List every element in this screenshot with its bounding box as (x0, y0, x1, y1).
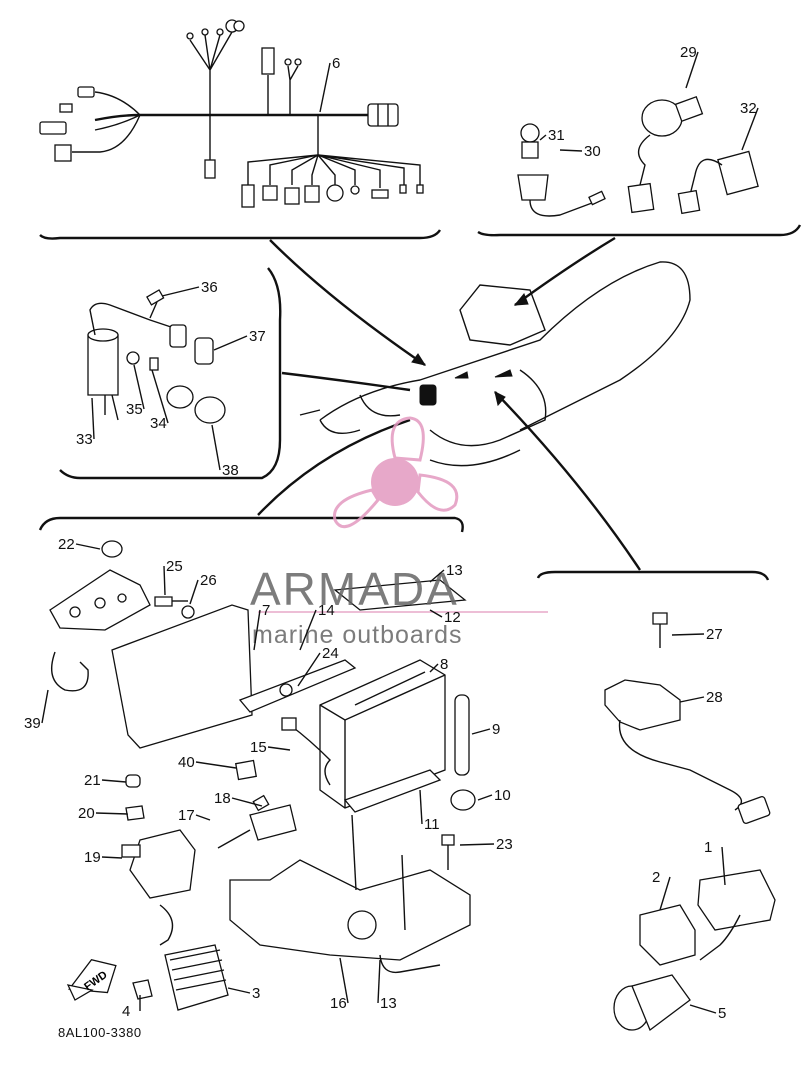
callout-4: 4 (122, 1003, 130, 1020)
snowmobile-outline (257, 236, 691, 571)
leader-line-16 (339, 957, 349, 1004)
callout-31: 31 (548, 127, 565, 144)
electrical-box-assembly (38, 516, 770, 1011)
callout-14: 14 (318, 602, 335, 619)
callout-32: 32 (740, 100, 757, 117)
leader-line-32 (741, 107, 759, 151)
callout-34: 34 (150, 415, 167, 432)
leader-line-30 (559, 149, 583, 152)
callout-24: 24 (322, 645, 339, 662)
watermark-blade-right (416, 473, 459, 512)
callout-29: 29 (680, 44, 697, 61)
leader-line-9 (471, 728, 491, 735)
ignition-coil-group (59, 267, 282, 480)
callout-9: 9 (492, 721, 500, 738)
callout-38: 38 (222, 462, 239, 479)
callout-22: 22 (58, 536, 75, 553)
callout-17: 17 (178, 807, 195, 824)
wire-harness-assembly (39, 19, 442, 240)
watermark-blade-left (332, 488, 380, 529)
leader-line-26 (189, 579, 199, 605)
leader-line-28 (679, 696, 705, 703)
leader-line-27 (671, 633, 705, 636)
callout-13: 13 (380, 995, 397, 1012)
watermark-hub (371, 458, 419, 506)
callout-25: 25 (166, 558, 183, 575)
watermark-tagline: marine outboards (252, 621, 463, 649)
leader-line-13 (377, 959, 381, 1004)
callout-35: 35 (126, 401, 143, 418)
armada-watermark: ARMADA marine outboards (250, 416, 548, 649)
leader-line-22 (75, 543, 101, 550)
callout-19: 19 (84, 849, 101, 866)
leader-line-19 (101, 856, 123, 859)
callout-33: 33 (76, 431, 93, 448)
leader-line-6 (319, 62, 331, 113)
leader-line-25 (163, 565, 166, 596)
leader-line-10 (477, 794, 493, 801)
leader-line-7 (253, 609, 261, 651)
callout-2: 2 (652, 869, 660, 886)
switch-lamp-group (477, 95, 802, 237)
leader-line-38 (211, 424, 221, 471)
callout-5: 5 (718, 1005, 726, 1022)
cdi-relay-group (604, 612, 776, 1032)
leader-line-20 (95, 812, 129, 815)
callout-26: 26 (200, 572, 217, 589)
callout-8: 8 (440, 656, 448, 673)
leader-line-13 (429, 569, 445, 583)
callout-16: 16 (330, 995, 347, 1012)
callout-15: 15 (250, 739, 267, 756)
leader-line-37 (213, 335, 248, 351)
callout-39: 39 (24, 715, 41, 732)
leader-line-23 (459, 843, 495, 846)
callout-1: 1 (704, 839, 712, 856)
callout-11: 11 (424, 816, 440, 833)
leader-line-35 (133, 364, 145, 410)
callout-30: 30 (584, 143, 601, 160)
leader-line-8 (429, 663, 439, 673)
callout-21: 21 (84, 772, 101, 789)
leader-line-36 (161, 286, 200, 297)
diagram-code: 8AL100-3380 (58, 1025, 142, 1040)
callout-23: 23 (496, 836, 513, 853)
leader-line-24 (297, 652, 321, 687)
callout-leaders (41, 51, 759, 1014)
leader-line-12 (429, 609, 443, 618)
leader-line-21 (101, 779, 127, 783)
leader-line-17 (195, 814, 211, 821)
callout-3: 3 (252, 985, 260, 1002)
callout-40: 40 (178, 754, 195, 771)
callout-7: 7 (262, 602, 270, 619)
watermark-brand: ARMADA (250, 563, 459, 615)
leader-line-3 (227, 987, 251, 994)
leader-line-34 (151, 369, 169, 424)
callout-6: 6 (332, 55, 340, 72)
callout-18: 18 (214, 790, 231, 807)
callout-12: 12 (444, 609, 461, 626)
leader-line-40 (195, 761, 237, 769)
callout-10: 10 (494, 787, 511, 804)
leader-line-18 (231, 797, 263, 807)
watermark-blade-top (390, 416, 425, 462)
callout-27: 27 (706, 626, 723, 643)
leader-line-14 (299, 609, 317, 651)
leader-line-1 (721, 846, 726, 886)
leader-line-11 (419, 789, 423, 825)
leader-line-2 (659, 876, 671, 911)
callout-20: 20 (78, 805, 95, 822)
leader-line-33 (91, 397, 95, 440)
leader-line-29 (685, 51, 699, 89)
leader-line-39 (41, 689, 49, 724)
leader-line-15 (267, 746, 291, 751)
leader-line-5 (689, 1004, 717, 1014)
callout-37: 37 (249, 328, 266, 345)
leader-line-31 (539, 134, 547, 141)
callout-28: 28 (706, 689, 723, 706)
callout-13: 13 (446, 562, 463, 579)
callout-36: 36 (201, 279, 218, 296)
